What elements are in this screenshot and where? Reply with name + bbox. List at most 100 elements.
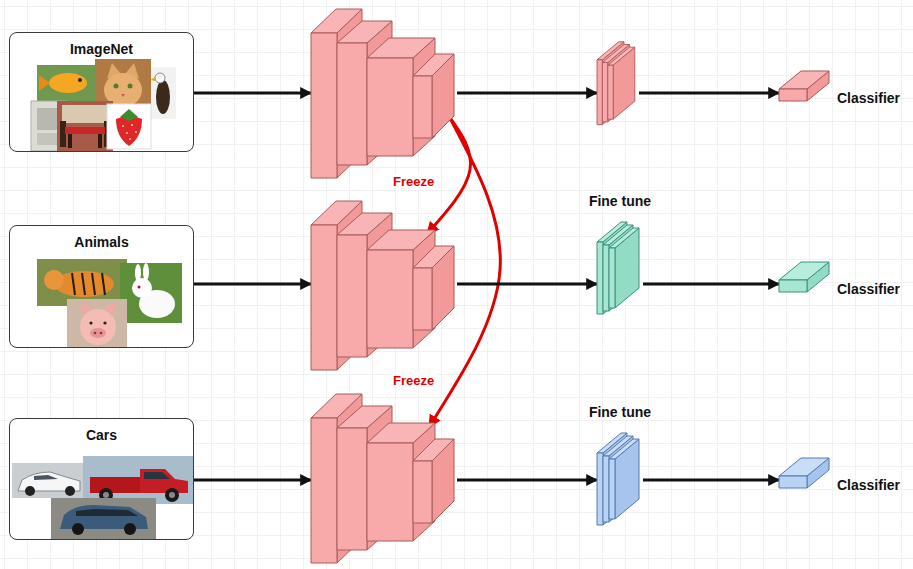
fine-tune-label: Fine tune <box>589 192 651 210</box>
strawberry-seed <box>126 132 128 134</box>
block-front <box>367 58 413 156</box>
block-front <box>602 63 607 122</box>
block-top <box>609 228 639 248</box>
tiger-stripe <box>72 273 75 295</box>
table-leg <box>98 134 102 148</box>
classifier-shape <box>779 67 831 105</box>
classifier-shape <box>779 454 831 492</box>
block-top <box>779 458 829 476</box>
block-front <box>597 60 602 125</box>
tiger-stripe <box>82 273 85 295</box>
rabbit-eye <box>138 286 141 289</box>
strawberry-leaves <box>120 109 138 121</box>
cnn-shape <box>311 393 457 565</box>
classifier-block: Classifier <box>779 454 900 494</box>
car-window <box>34 475 58 480</box>
flow-arrow <box>194 479 311 482</box>
dataset-box: Animals <box>9 225 194 348</box>
dataset-title: Cars <box>86 426 117 444</box>
block-front <box>603 456 609 522</box>
block-front <box>413 268 432 330</box>
feature-block <box>597 40 639 130</box>
block-top <box>367 423 435 443</box>
photo-pig <box>67 299 127 348</box>
truck-rim <box>103 492 109 498</box>
photo-white-car <box>12 463 86 498</box>
block-top <box>779 71 829 89</box>
dataset-title: ImageNet <box>70 40 133 58</box>
block-front <box>779 89 807 101</box>
photo-red-truck <box>83 456 194 504</box>
fine-tune-block: Fine tune <box>580 192 660 320</box>
block-side <box>413 230 435 348</box>
block-front <box>597 453 603 525</box>
fine-tune-shape <box>597 431 643 531</box>
block-front <box>311 418 337 563</box>
tiger-head <box>44 270 64 290</box>
suv-wheel <box>124 523 136 535</box>
dining-window <box>62 105 108 123</box>
truck-bed <box>90 477 140 493</box>
flow-arrow <box>457 283 597 286</box>
truck-wheel <box>165 488 179 502</box>
photo-tiger <box>37 259 127 306</box>
photo-eagle <box>148 67 176 119</box>
photo-goldfish <box>37 65 97 101</box>
block-front <box>609 459 615 519</box>
photo-blue-suv <box>51 498 156 539</box>
block-front <box>311 33 337 178</box>
goldfish-eye <box>78 78 82 82</box>
block-top <box>413 439 454 461</box>
goldfish-tail <box>39 75 50 91</box>
block-top <box>779 262 829 280</box>
truck-cab <box>140 469 188 493</box>
flow-arrow <box>194 92 311 95</box>
cnn-backbone <box>311 8 457 180</box>
edge-label: Freeze <box>391 373 436 389</box>
eagle-body <box>156 80 170 114</box>
block-front <box>779 476 807 488</box>
fine-tune-block: Fine tune <box>580 403 660 531</box>
block-front <box>337 43 367 165</box>
flow-arrow <box>643 283 779 286</box>
block-front <box>597 242 603 314</box>
pig-nostril <box>94 332 97 335</box>
edge-label: Freeze <box>391 174 436 190</box>
flow-arrow <box>639 92 779 95</box>
classifier-label: Classifier <box>837 280 900 298</box>
block-top <box>367 38 435 58</box>
block-top <box>609 439 639 459</box>
pig-face <box>80 309 116 345</box>
fine-tune-label: Fine tune <box>589 403 651 421</box>
block-top <box>413 246 454 268</box>
cnn-shape <box>311 200 457 372</box>
dining-table <box>65 127 105 134</box>
cat-nose <box>121 94 125 97</box>
pig-snout <box>90 328 106 338</box>
block-front <box>311 225 337 370</box>
block-front <box>779 280 807 292</box>
cnn-backbone <box>311 393 457 565</box>
block-front <box>603 245 609 311</box>
feature-shape <box>597 40 639 130</box>
plate-group <box>597 42 635 125</box>
truck-window <box>144 472 170 479</box>
classifier-block: Classifier <box>779 258 900 298</box>
block-side <box>413 423 435 541</box>
pig-nostril <box>100 332 103 335</box>
block-top <box>413 54 454 76</box>
freeze-arrow <box>429 120 500 427</box>
flow-arrow <box>194 283 311 286</box>
car-wheel <box>25 486 35 496</box>
block-top <box>337 406 392 428</box>
block-front <box>337 428 367 550</box>
pig-eye <box>89 321 92 324</box>
flow-arrow <box>457 479 597 482</box>
suv-wheel <box>72 523 84 535</box>
eagle-head <box>155 73 165 83</box>
block-side <box>413 38 435 156</box>
block-front <box>413 461 432 523</box>
